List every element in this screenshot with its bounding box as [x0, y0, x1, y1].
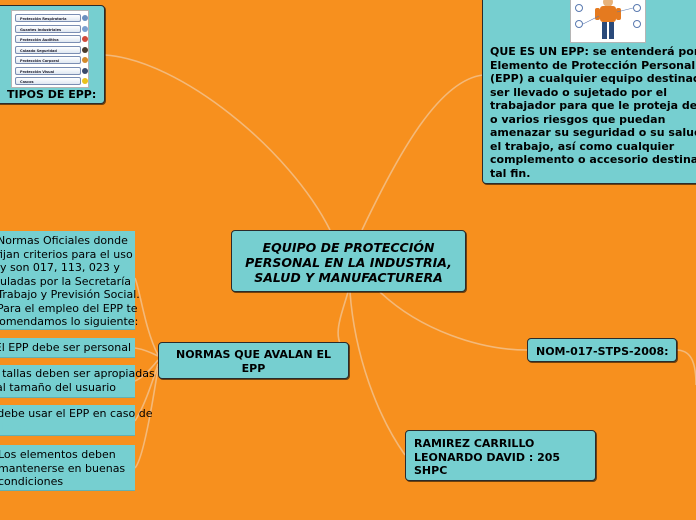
normas-detail-line: se fijan criterios para el uso	[0, 247, 133, 261]
link-nom-out	[675, 349, 696, 386]
que-es-line: el trabajo, así como cualquier	[490, 139, 675, 153]
normas-item-node[interactable]: Las tallas deben ser apropiadas al tamañ…	[0, 365, 155, 398]
boot-icon	[82, 46, 88, 53]
normas-item-node[interactable]: El EPP debe ser personal	[0, 338, 135, 358]
epp-type-row: Calzado Seguridad	[15, 45, 88, 54]
que-es-line: (EPP) a cualquier equipo destinado a	[490, 72, 696, 85]
normas-detail-line: de Trabajo y Previsión Social.	[0, 288, 140, 301]
link-tipos	[104, 54, 331, 231]
epp-type-row: Protección Visual	[15, 66, 88, 75]
que-es-line: trabajador para que le proteja de uno	[490, 99, 696, 112]
epp-type-row: Protección Auditiva	[15, 35, 88, 43]
tipos-label: TIPOS DE EPP:	[7, 88, 97, 101]
normas-detail-line: reguladas por la Secretaría	[0, 274, 131, 288]
link-normas-3	[134, 363, 159, 422]
author-line: SHPC	[414, 464, 448, 477]
normas-item-node[interactable]: Los elementos deben mantenerse en buenas…	[0, 445, 135, 491]
que-es-line: o varios riesgos que puedan	[490, 112, 666, 126]
que-es-line: QUE ES UN EPP: se entenderá por	[490, 45, 696, 58]
central-topic[interactable]: EQUIPO DE PROTECCIÓN PERSONAL EN LA INDU…	[231, 230, 466, 292]
normas-label: NORMAS QUE AVALAN EL EPP	[176, 348, 331, 375]
normas-item-line: condiciones	[0, 475, 64, 488]
author-line: RAMIREZ CARRILLO	[414, 437, 535, 450]
normas-item-line: riesgo	[0, 420, 30, 434]
que-es-line: Elemento de Protección Personal	[490, 58, 696, 72]
que-es-line: ser llevado o sujetado por el	[490, 85, 667, 99]
normas-detail-line: Para el empleo del EPP te	[0, 301, 138, 315]
normas-item-line: Las tallas deben ser apropiadas	[0, 367, 155, 380]
link-normas-1	[134, 347, 159, 357]
helmet-icon	[82, 78, 88, 84]
link-normas-detail	[134, 277, 159, 356]
link-normas-2	[134, 359, 159, 382]
link-nom	[379, 291, 528, 351]
author-node[interactable]: RAMIREZ CARRILLO LEONARDO DAVID : 205 SH…	[405, 430, 596, 481]
central-topic-title: EQUIPO DE PROTECCIÓN PERSONAL EN LA INDU…	[245, 240, 452, 285]
goggles-icon	[82, 67, 88, 74]
normas-node[interactable]: NORMAS QUE AVALAN EL EPP	[158, 342, 349, 379]
vest-icon	[82, 57, 88, 63]
que-es-node[interactable]: QUE ES UN EPP: se entenderá por Elemento…	[482, 0, 696, 184]
tipos-node[interactable]: Protección Respiratoria Guantes Industri…	[0, 5, 105, 104]
normas-detail-line: y son 017, 113, 023 y	[0, 261, 120, 274]
link-que-es	[361, 74, 484, 231]
que-es-line: amenazar su seguridad o su salud en	[490, 126, 696, 139]
epp-type-row: Guantes Industriales	[15, 24, 88, 33]
epp-type-row: Protección Corporal	[15, 56, 88, 64]
epp-types-image: Protección Respiratoria Guantes Industri…	[11, 10, 89, 88]
normas-item-line: al tamaño del usuario	[0, 380, 117, 394]
nom-node[interactable]: NOM-017-STPS-2008:	[527, 338, 677, 362]
glove-icon	[82, 25, 88, 32]
nom-label: NOM-017-STPS-2008:	[536, 345, 669, 358]
normas-item-line: Los elementos deben	[0, 448, 116, 461]
normas-item-line: Se debe usar el EPP en caso de	[0, 407, 153, 420]
earmuff-icon	[82, 36, 88, 42]
normas-detail-node[interactable]: Normas Oficiales donde se fijan criterio…	[0, 231, 140, 330]
que-es-line: tal fin.	[490, 166, 531, 180]
normas-item-line: mantenerse en buenas	[0, 461, 126, 475]
respirator-icon	[82, 15, 88, 21]
normas-item-node[interactable]: Se debe usar el EPP en caso de riesgo	[0, 405, 153, 436]
normas-detail-line: Normas Oficiales donde	[0, 234, 128, 247]
worker-image	[570, 0, 646, 43]
worker-icon	[575, 0, 641, 39]
epp-type-row: Cascos	[15, 77, 88, 85]
normas-detail-line: recomendamos lo siguiente:	[0, 315, 139, 328]
normas-item-line: El EPP debe ser personal	[0, 341, 131, 354]
link-normas-4	[134, 367, 159, 469]
link-author	[349, 291, 406, 456]
epp-type-row: Protección Respiratoria	[15, 14, 88, 22]
que-es-line: complemento o accesorio destinado a	[490, 153, 696, 166]
author-line: LEONARDO DAVID : 205	[414, 450, 561, 464]
